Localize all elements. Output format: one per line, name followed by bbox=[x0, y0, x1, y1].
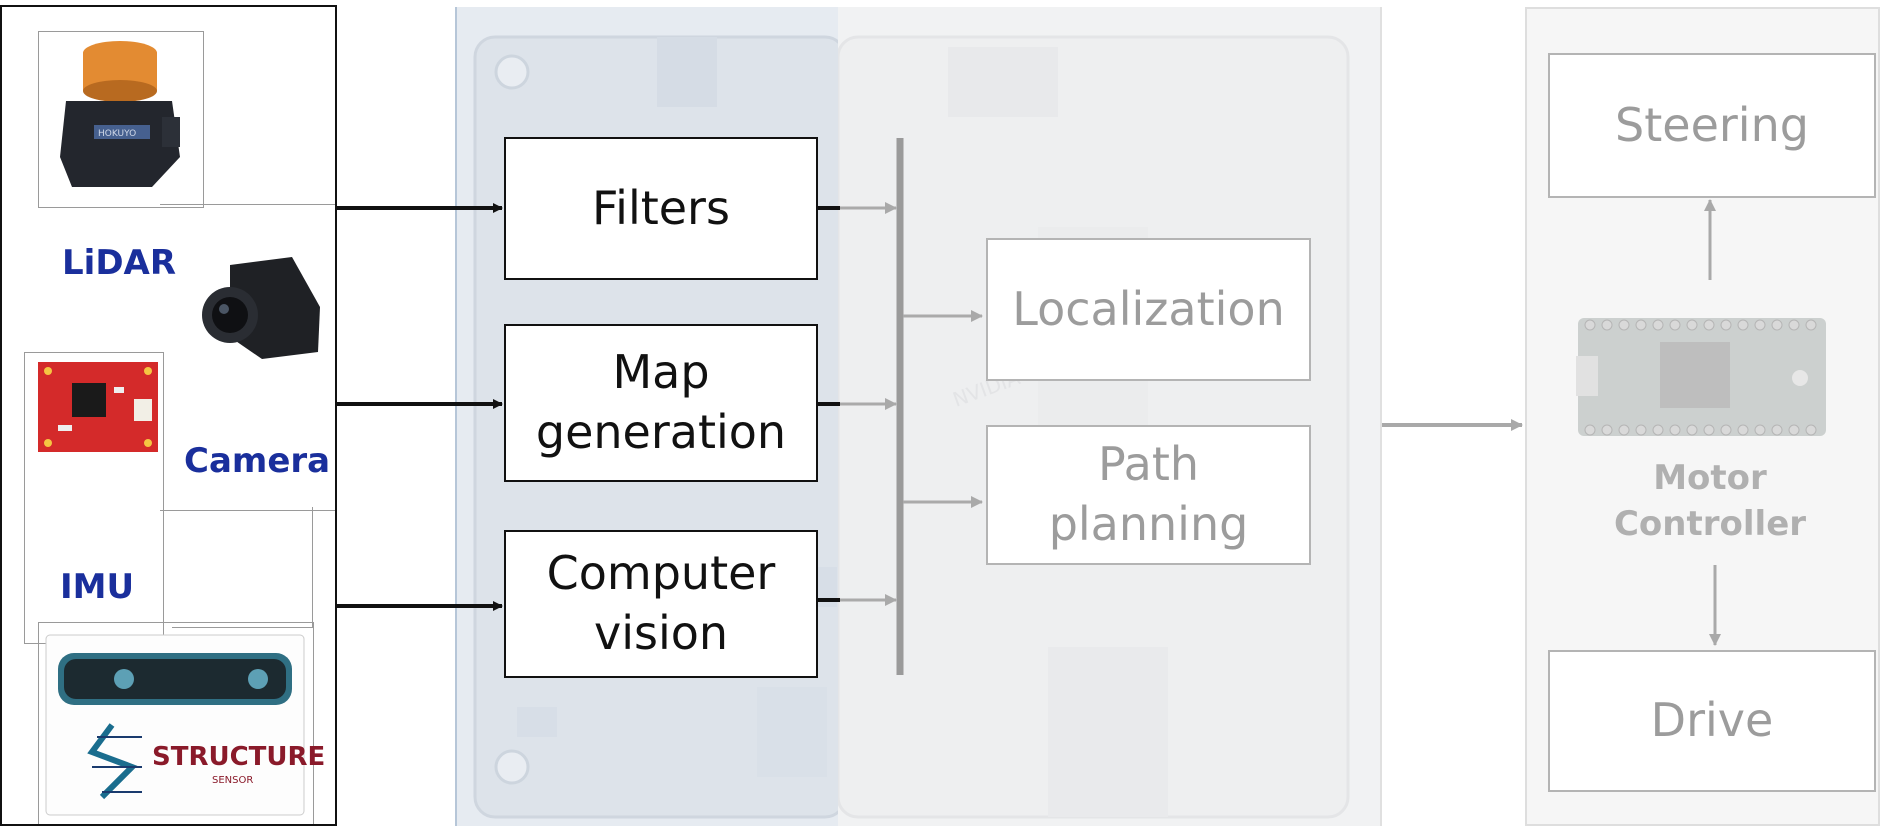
camera-picture bbox=[202, 257, 320, 359]
svg-text:SENSOR: SENSOR bbox=[212, 775, 253, 786]
filters-label: Filters bbox=[592, 180, 730, 235]
motor-controller-pin bbox=[1635, 424, 1647, 436]
motor-controller-label-line1: Motor bbox=[1653, 458, 1767, 498]
map-generation-label-line1: Map bbox=[612, 345, 710, 400]
motor-controller-pin bbox=[1703, 424, 1715, 436]
drive-label: Drive bbox=[1650, 693, 1774, 748]
lidar-picture: HOKUYO bbox=[60, 41, 180, 187]
motor-controller-pin bbox=[1737, 424, 1749, 436]
motor-controller-pin bbox=[1771, 424, 1783, 436]
sensor-pictures: HOKUYO STRUCTURE SENSOR bbox=[38, 41, 325, 816]
motor-controller-pin bbox=[1669, 424, 1681, 436]
map-generation-label-line2: generation bbox=[535, 405, 787, 459]
steering-box: Steering bbox=[1548, 53, 1876, 198]
motor-controller-pin bbox=[1720, 424, 1732, 436]
motor-controller-pin bbox=[1601, 424, 1613, 436]
camera-photo-frame bbox=[160, 204, 335, 511]
svg-text:STRUCTURE: STRUCTURE bbox=[152, 742, 325, 772]
structure-sensor-picture: STRUCTURE SENSOR bbox=[45, 634, 325, 816]
lidar-photo-frame bbox=[38, 31, 204, 208]
map-generation-box: Map generation bbox=[504, 324, 818, 482]
motor-controller-pin bbox=[1720, 319, 1732, 331]
imu-picture bbox=[38, 362, 158, 452]
localization-box: Localization bbox=[986, 238, 1311, 381]
motor-controller-pin bbox=[1805, 319, 1817, 331]
motor-controller-pin bbox=[1635, 319, 1647, 331]
motor-controller-pin bbox=[1584, 319, 1596, 331]
motor-controller-pin bbox=[1584, 424, 1596, 436]
motor-controller-pin bbox=[1703, 319, 1715, 331]
motor-controller-pin bbox=[1754, 424, 1766, 436]
motor-controller-pin bbox=[1601, 319, 1613, 331]
motor-controller-pin bbox=[1788, 319, 1800, 331]
motor-controller-pin bbox=[1771, 319, 1783, 331]
motor-controller-pin bbox=[1737, 319, 1749, 331]
motor-controller-pin bbox=[1686, 424, 1698, 436]
motor-controller-pin bbox=[1618, 424, 1630, 436]
motor-controller-pin bbox=[1618, 319, 1630, 331]
svg-text:HOKUYO: HOKUYO bbox=[98, 129, 136, 139]
localization-label: Localization bbox=[1012, 281, 1285, 336]
structure-photo-frame bbox=[38, 622, 314, 824]
motor-controller-pin bbox=[1669, 319, 1681, 331]
motor-controller-pin bbox=[1686, 319, 1698, 331]
motor-controller-pin bbox=[1652, 319, 1664, 331]
path-planning-label-line2: planning bbox=[1048, 497, 1249, 551]
lidar-label: LiDAR bbox=[62, 243, 177, 283]
motor-controller-pin bbox=[1788, 424, 1800, 436]
motor-controller-picture bbox=[1576, 318, 1826, 436]
imu-label: IMU bbox=[60, 567, 135, 607]
drive-box: Drive bbox=[1548, 650, 1876, 792]
path-planning-box: Path planning bbox=[986, 425, 1311, 565]
steering-label: Steering bbox=[1615, 97, 1809, 152]
computer-vision-label-line1: Computer bbox=[546, 546, 776, 601]
filters-box: Filters bbox=[504, 137, 818, 280]
motor-controller-pin bbox=[1652, 424, 1664, 436]
camera-label: Camera bbox=[184, 441, 331, 481]
motor-controller-pin bbox=[1805, 424, 1817, 436]
imu-frame-step bbox=[172, 507, 313, 628]
computer-vision-label-line2: vision bbox=[593, 606, 729, 660]
path-planning-label-line1: Path bbox=[1097, 437, 1200, 492]
computer-vision-box: Computer vision bbox=[504, 530, 818, 678]
sensor-panel: HOKUYO STRUCTURE SENSOR bbox=[0, 5, 337, 826]
motor-controller-label: Motor Controller bbox=[1600, 456, 1820, 548]
motor-controller-pin bbox=[1754, 319, 1766, 331]
motor-controller-label-line2: Controller bbox=[1613, 503, 1807, 544]
